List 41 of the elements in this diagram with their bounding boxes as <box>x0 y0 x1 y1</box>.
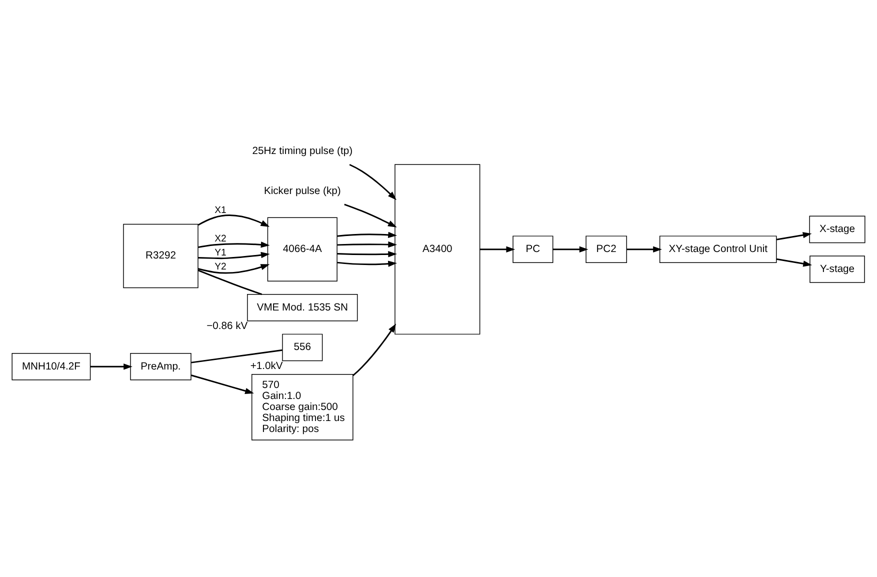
connector <box>198 269 262 295</box>
node-text: Kicker pulse (kp) <box>264 185 341 196</box>
arrow <box>776 258 812 266</box>
node-text: 25Hz timing pulse (tp) <box>252 145 353 156</box>
node-box: X-stage <box>809 215 866 243</box>
arrow <box>198 214 270 226</box>
node-box: 570 Gain:1.0 Coarse gain:500 Shaping time:1 us Polarity: pos <box>251 374 354 440</box>
arrow <box>198 251 270 259</box>
arrow <box>198 241 270 248</box>
edge-label: X1 <box>214 204 226 216</box>
arrow <box>552 246 588 252</box>
arrow <box>337 240 398 248</box>
node-box: VME Mod. 1535 SN <box>247 293 358 321</box>
arrow <box>337 260 398 266</box>
node-box: PC <box>512 235 554 262</box>
node-label: +1.0kV <box>250 360 283 372</box>
node-box: Y-stage <box>810 255 865 282</box>
arrow <box>337 231 398 238</box>
connector <box>191 348 282 363</box>
arrow <box>349 163 397 200</box>
node-box: 556 <box>282 333 323 361</box>
node-box: 4066-4A <box>267 216 338 281</box>
arrow <box>480 246 516 252</box>
arrow <box>626 246 662 252</box>
arrow <box>352 323 396 376</box>
node-box: XY-stage Control Unit <box>659 235 777 262</box>
arrow <box>776 232 812 240</box>
arrow <box>90 363 132 370</box>
node-box: MNH10/4.2F <box>12 352 91 380</box>
node-box: PreAmp. <box>130 352 192 380</box>
node-box: R3292 <box>123 223 198 288</box>
node-box: A3400 <box>394 164 480 334</box>
arrow <box>198 264 270 274</box>
arrow <box>337 250 398 257</box>
arrow <box>191 374 254 394</box>
arrow <box>344 203 397 227</box>
edge-label: Y2 <box>214 261 226 272</box>
edge-label: X2 <box>214 233 226 244</box>
edge-label: Y1 <box>214 247 226 258</box>
node-box: PC2 <box>586 235 627 262</box>
node-label: −0.86 kV <box>206 320 248 332</box>
